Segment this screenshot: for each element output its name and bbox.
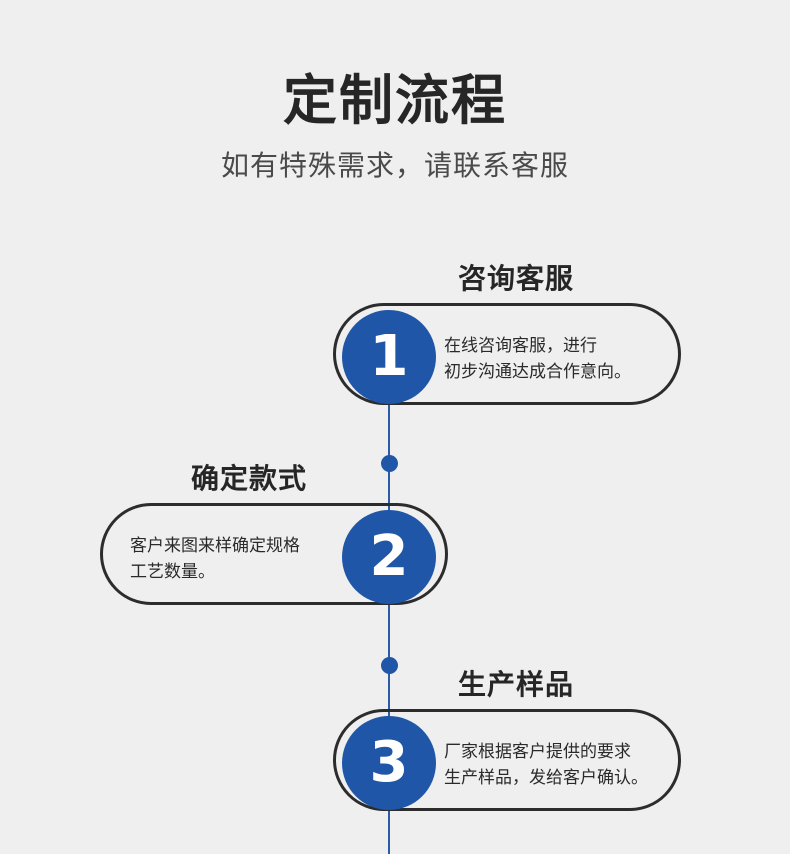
timeline-line xyxy=(388,400,390,854)
step-2-number-badge: 2 xyxy=(342,510,436,604)
step-1-number-badge: 1 xyxy=(342,310,436,404)
step-3-description-line2: 生产样品，发给客户确认。 xyxy=(444,768,648,788)
step-1-card xyxy=(333,303,681,405)
step-3-card xyxy=(333,709,681,811)
step-1-description-line2: 初步沟通达成合作意向。 xyxy=(444,362,631,382)
timeline-dot xyxy=(381,657,398,674)
step-3-number-badge: 3 xyxy=(342,716,436,810)
step-2-card xyxy=(100,503,448,605)
step-2-title: 确定款式 xyxy=(191,462,308,495)
timeline-dot xyxy=(381,455,398,472)
page-title: 定制流程 xyxy=(283,69,507,132)
page-subtitle: 如有特殊需求，请联系客服 xyxy=(220,149,569,182)
step-1-title: 咨询客服 xyxy=(458,262,575,295)
step-2-description-line2: 工艺数量。 xyxy=(130,562,215,582)
step-1-description-line1: 在线咨询客服，进行 xyxy=(444,336,597,356)
step-3-description-line1: 厂家根据客户提供的要求 xyxy=(444,742,631,762)
step-3-title: 生产样品 xyxy=(458,668,575,701)
step-2-description-line1: 客户来图来样确定规格 xyxy=(130,536,300,556)
